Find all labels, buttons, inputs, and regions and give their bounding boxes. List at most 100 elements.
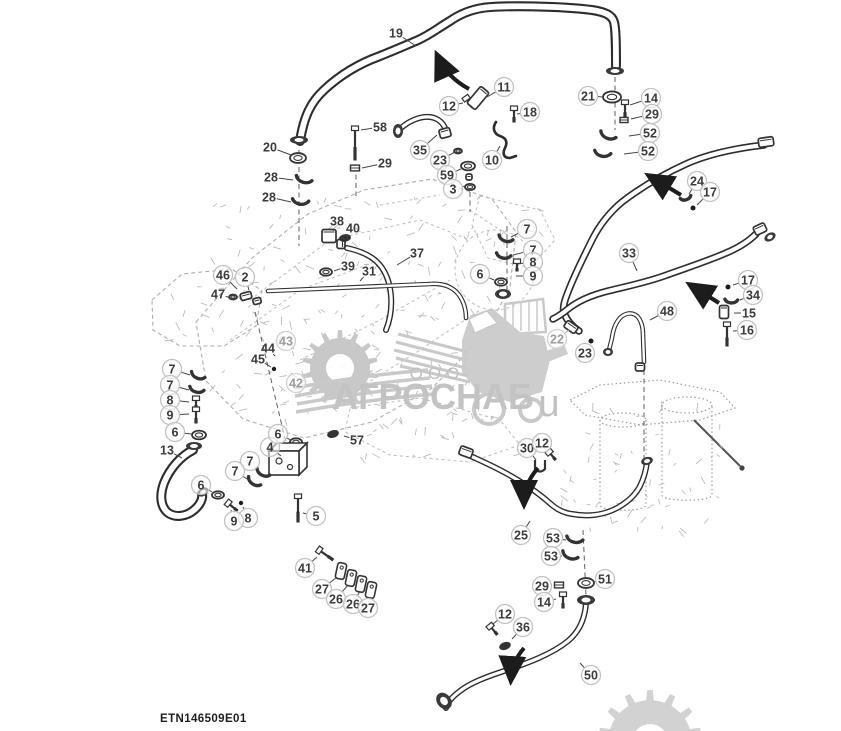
callout-39: 39 [341,259,355,273]
hatch-stroke [408,260,411,265]
hatch-stroke [219,204,226,208]
leader-line-13 [173,453,183,459]
hatch-stroke [379,424,384,430]
leader-line-52 [623,151,639,155]
callout-3: 3 [442,178,464,200]
hatch-stroke [585,432,591,435]
hatch-stroke [399,419,402,424]
callout-18: 18 [519,101,541,123]
svg-text:51: 51 [598,572,612,586]
svg-text:7: 7 [530,243,537,257]
part-sleeve [718,304,730,320]
svg-text:52: 52 [643,126,657,140]
hatch-stroke [471,413,474,420]
hatch-stroke [560,500,563,507]
pipe-50 [443,600,589,711]
leader-line-43 [292,347,295,350]
leader-line-33 [632,261,638,272]
hatch-stroke [238,394,244,400]
svg-text:29: 29 [535,579,549,593]
hatch-stroke [658,482,665,486]
watermark-prefix: ООО [410,364,465,383]
hatch-stroke [461,270,466,279]
leader-line-37 [396,256,411,266]
leader-line-10 [496,145,501,152]
part-blob [339,234,351,242]
callout-16: 16 [736,319,758,341]
hatch-stroke [249,247,255,250]
svg-text:6: 6 [477,267,484,281]
svg-text:43: 43 [279,334,293,348]
direction-arrows [434,49,721,686]
drawing-code: ETN146509E01 [160,713,247,725]
hose-13 [156,445,208,521]
part-clamp [294,173,314,185]
callout-9: 9 [223,510,245,532]
hatch-stroke [661,525,663,530]
hatch-stroke [289,321,293,330]
svg-text:7: 7 [167,378,174,392]
callout-10: 10 [481,149,503,171]
part-sleeve [757,135,775,149]
hatch-stroke [440,436,450,441]
svg-text:29: 29 [378,156,392,170]
part-flange [641,456,653,466]
hatch-stroke [375,351,382,358]
svg-text:27: 27 [361,601,375,615]
hatch-stroke [278,385,286,392]
hatch-stroke [384,217,393,221]
hatch-stroke [536,208,544,212]
leader-line-2 [247,286,250,291]
hatch-stroke [235,353,243,360]
leader-line-23 [448,151,456,156]
hose-35 [398,113,449,134]
hatch-stroke [644,494,648,498]
svg-text:3: 3 [450,182,457,196]
svg-text:41: 41 [298,561,312,575]
leader-line-58 [360,127,373,131]
leader-line-26 [342,584,349,592]
hatch-stroke [376,403,381,407]
svg-text:8: 8 [530,255,537,269]
part-bolt [512,258,522,272]
hatch-stroke [435,318,440,320]
hatch-stroke [369,235,371,241]
hatch-stroke [454,258,457,263]
leader-line-27 [329,576,338,584]
leader-line-12 [458,102,464,105]
leader-line-36 [511,634,517,640]
callout-52: 52 [639,122,661,144]
callout-14: 14 [640,87,662,109]
part-blob [499,641,511,651]
watermark-suffix: u [538,383,559,425]
callout-41: 41 [294,557,316,579]
hatch-stroke [490,415,499,419]
callout-40: 40 [346,221,360,235]
svg-text:52: 52 [641,144,655,158]
hatch-stroke [428,266,431,276]
leader-line-7 [181,371,191,376]
hatch-stroke [225,226,231,229]
svg-text:9: 9 [530,269,537,283]
part-clamp [678,193,693,202]
hatch-stroke [238,408,248,412]
hatch-stroke [414,428,417,436]
part-flange [436,692,452,710]
hatch-stroke [570,480,574,483]
part-nut [553,581,565,589]
part-ring [460,160,476,172]
hatch-stroke [203,314,210,319]
svg-text:58: 58 [373,120,387,134]
hatch-stroke [334,310,339,315]
hatch-stroke [428,294,433,299]
svg-text:16: 16 [740,323,754,337]
svg-text:7: 7 [169,362,176,376]
watermark: ООО АГРОСНАБ u [293,297,701,731]
hatch-stroke [209,384,216,392]
hatch-stroke [413,196,416,201]
direction-arrow-5 [498,646,527,686]
part-clamp [189,369,207,381]
watermark-name: АГРОСНАБ [332,376,534,417]
callout-7: 7 [239,450,261,472]
